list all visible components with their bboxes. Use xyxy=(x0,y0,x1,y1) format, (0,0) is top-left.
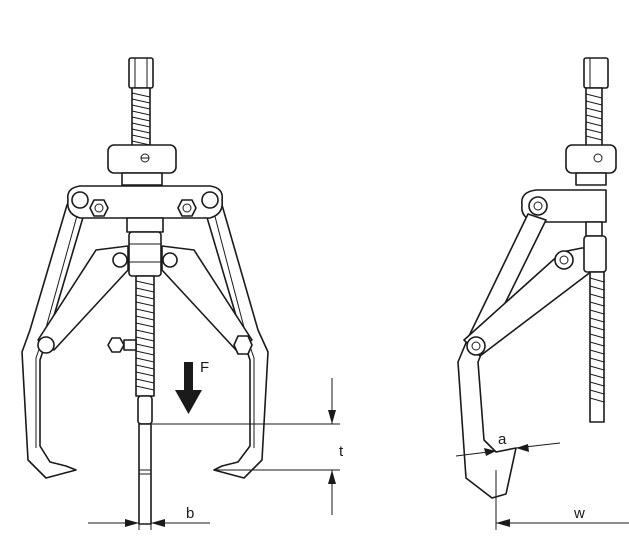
lower-thread xyxy=(135,280,155,391)
tip-width-label: b xyxy=(186,505,194,522)
force-arrow-icon xyxy=(175,362,202,414)
front-view-puller: F t b xyxy=(21,57,344,530)
side-view-puller: a w xyxy=(455,57,629,530)
force-label: F xyxy=(200,359,209,376)
jaw-depth-dimension xyxy=(455,442,561,457)
thickness-dimension xyxy=(152,378,340,515)
tip-width-dimension xyxy=(88,480,210,530)
width-dimension xyxy=(495,470,629,530)
jaw-depth-label: a xyxy=(498,431,507,448)
upper-thread xyxy=(131,92,151,146)
thickness-label: t xyxy=(339,443,344,460)
width-label: w xyxy=(573,505,585,522)
